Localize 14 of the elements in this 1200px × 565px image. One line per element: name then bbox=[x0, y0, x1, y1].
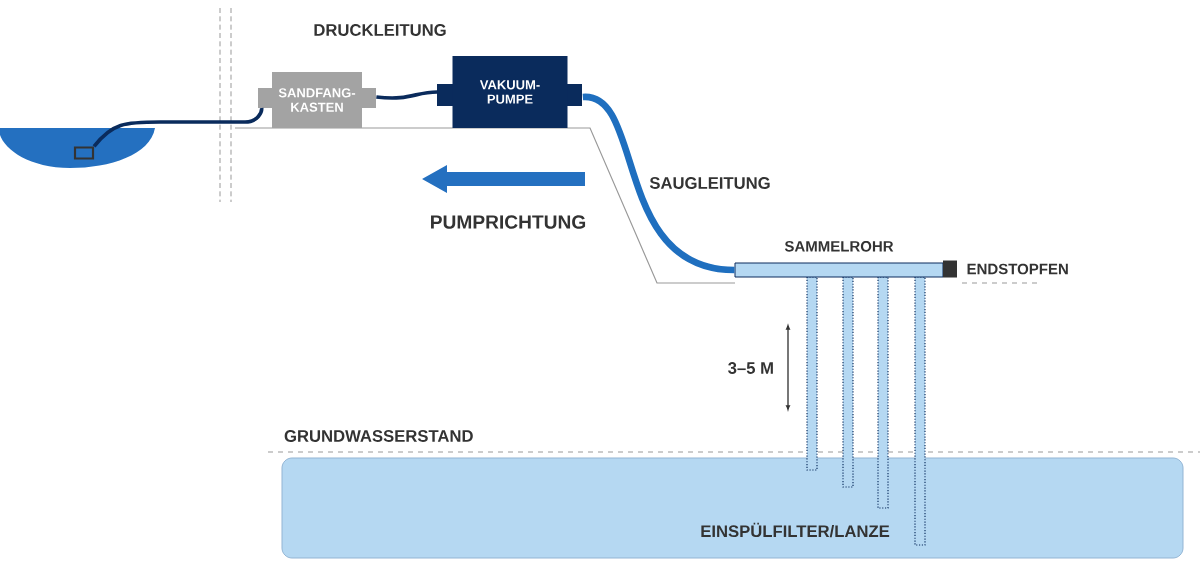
end-cap: ENDSTOPFEN bbox=[943, 260, 1068, 278]
level-label: GRUNDWASSERSTAND bbox=[284, 430, 473, 442]
direction-label: PUMPRICHTUNG bbox=[431, 215, 586, 229]
sand-trap-box: SANDFANG- KASTEN bbox=[258, 72, 376, 128]
node-label: ENDSTOPFEN bbox=[967, 263, 1068, 275]
collector-pipe: SAMMELROHR bbox=[734, 241, 944, 278]
pipe-label: DRUCKLEITUNG bbox=[314, 24, 446, 36]
pump-box: VAKUUM- PUMPE bbox=[437, 56, 582, 128]
hose bbox=[376, 90, 438, 100]
dimension-label: 3–5 M bbox=[728, 362, 773, 374]
filter-box bbox=[73, 146, 95, 160]
node-label: SAMMELROHR bbox=[784, 240, 894, 252]
lance-label: EINSPÜLFILTER/LANZE bbox=[701, 522, 890, 538]
pipe-label: SAUGLEITUNG bbox=[649, 177, 770, 189]
